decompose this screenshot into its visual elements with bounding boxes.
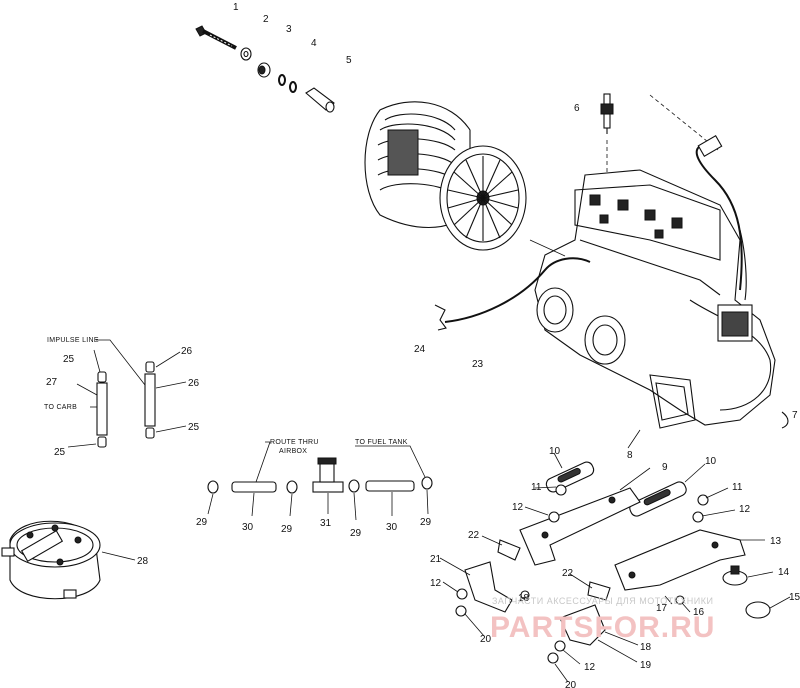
label-28: 28 (137, 556, 149, 567)
spark-plug-part-6 (600, 93, 614, 134)
oring-part-4 (278, 74, 297, 93)
label-29: 29 (281, 524, 293, 535)
label-12: 12 (430, 578, 442, 589)
label-5: 5 (346, 55, 352, 66)
label-7: 7 (792, 410, 798, 421)
fuel-line-group (207, 457, 433, 494)
label-18: 18 (518, 593, 530, 604)
annotation-to-fuel-tank: TO FUEL TANK (355, 439, 408, 446)
engine-assembly (534, 169, 776, 429)
impulse-line-group (96, 361, 156, 448)
watermark: ЗАПЧАСТИ АКСЕССУАРЫ ДЛЯ МОТОТЕХНИКИ PART… (490, 596, 715, 644)
label-25: 25 (188, 422, 200, 433)
label-11: 11 (531, 482, 542, 493)
label-15: 15 (789, 592, 800, 603)
drive-clutch (364, 101, 527, 251)
label-12: 12 (512, 502, 524, 513)
label-20: 20 (565, 680, 577, 688)
label-19: 19 (640, 660, 652, 671)
label-22: 22 (468, 530, 480, 541)
label-26: 26 (181, 346, 193, 357)
annotation-to-carb: TO CARB (44, 404, 77, 411)
washer-part-2 (240, 47, 252, 61)
label-13: 13 (770, 536, 782, 547)
label-9: 9 (662, 462, 668, 473)
bolt-part-1 (195, 25, 237, 50)
watermark-tagline: ЗАПЧАСТИ АКСЕССУАРЫ ДЛЯ МОТОТЕХНИКИ (492, 596, 714, 606)
label-3: 3 (286, 24, 292, 35)
label-25: 25 (54, 447, 66, 458)
label-30: 30 (242, 522, 254, 533)
label-29: 29 (196, 517, 208, 528)
label-6: 6 (574, 103, 580, 114)
label-10: 10 (705, 456, 717, 467)
label-26: 26 (188, 378, 200, 389)
label-27: 27 (46, 377, 58, 388)
label-18: 18 (640, 642, 652, 653)
label-2: 2 (263, 14, 269, 25)
label-8: 8 (627, 450, 633, 461)
label-16: 16 (693, 607, 705, 618)
label-21: 21 (430, 554, 442, 565)
spacer-part-3 (257, 62, 271, 78)
part-labels: 1 2 3 4 5 6 7 8 9 10 10 11 11 12 12 12 1… (46, 2, 800, 688)
annotation-route-thru: ROUTE THRU (270, 439, 319, 446)
cable-part-23 (444, 257, 591, 323)
label-20: 20 (480, 634, 492, 645)
bushing-part-5 (305, 87, 335, 113)
label-14: 14 (778, 567, 790, 578)
label-12: 12 (584, 662, 596, 673)
annotation-airbox: AIRBOX (279, 448, 307, 455)
label-29: 29 (350, 528, 362, 539)
label-30: 30 (386, 522, 398, 533)
label-31: 31 (320, 518, 332, 529)
label-17: 17 (656, 603, 668, 614)
label-11: 11 (732, 482, 743, 493)
label-29: 29 (420, 517, 432, 528)
label-24: 24 (414, 344, 426, 355)
watermark-logo: PARTSFOR.RU (490, 611, 715, 644)
clip-part-24 (434, 304, 447, 331)
fuel-pump-part-28 (1, 520, 101, 600)
label-25: 25 (63, 354, 75, 365)
label-22: 22 (562, 568, 574, 579)
annotation-impulse-line: IMPULSE LINE (47, 337, 99, 344)
label-10: 10 (549, 446, 561, 457)
label-4: 4 (311, 38, 317, 49)
label-23: 23 (472, 359, 484, 370)
label-1: 1 (233, 2, 239, 13)
label-12: 12 (739, 504, 751, 515)
annotations: IMPULSE LINE TO CARB ROUTE THRU AIRBOX T… (44, 337, 408, 455)
